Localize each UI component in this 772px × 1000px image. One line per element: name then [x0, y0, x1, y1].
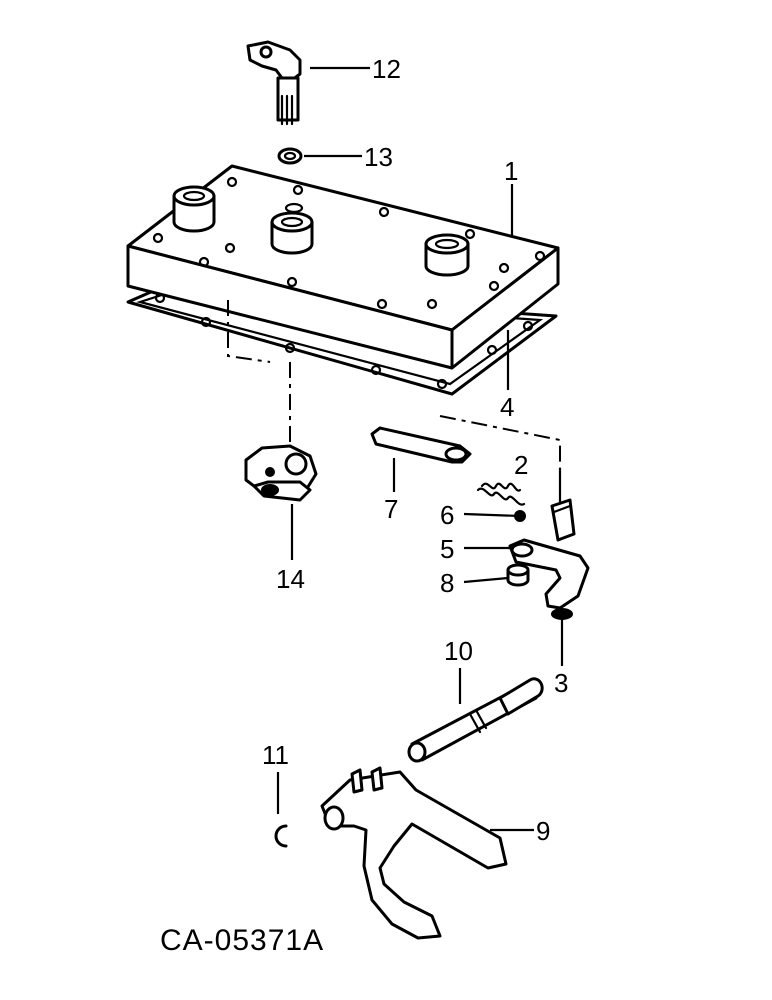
part-1-cover-plate	[126, 164, 560, 370]
part-13-o-ring	[277, 147, 303, 165]
callout-labels: 12 13 1 4 2 7 6 5 8 14 10 3 11 9	[262, 54, 568, 846]
callout-12: 12	[372, 54, 401, 84]
part-3-washer	[551, 608, 573, 620]
part-8-bushing	[506, 563, 530, 587]
part-12-shift-lever	[246, 40, 302, 126]
callout-8: 8	[440, 568, 454, 598]
callout-7: 7	[384, 494, 398, 524]
callout-3: 3	[554, 668, 568, 698]
callout-13: 13	[364, 142, 393, 172]
part-9-shift-fork	[320, 766, 508, 940]
part-5-shift-arm	[508, 538, 590, 610]
leader-lines	[276, 66, 564, 832]
callout-5: 5	[440, 534, 454, 564]
part-2-pin	[550, 498, 576, 542]
callout-11: 11	[262, 740, 289, 770]
callout-1: 1	[504, 156, 518, 186]
callout-10: 10	[444, 636, 473, 666]
callout-2: 2	[514, 450, 528, 480]
part-10-shift-rail	[407, 677, 544, 763]
part-7-interlock-plate	[370, 426, 472, 464]
callout-4: 4	[500, 392, 514, 422]
callout-6: 6	[440, 500, 454, 530]
part-14-detent-cam	[244, 444, 318, 502]
part-11-retaining-clip	[274, 824, 288, 848]
callout-14: 14	[276, 564, 305, 594]
callout-9: 9	[536, 816, 550, 846]
reference-code: CA-05371A	[160, 924, 324, 957]
